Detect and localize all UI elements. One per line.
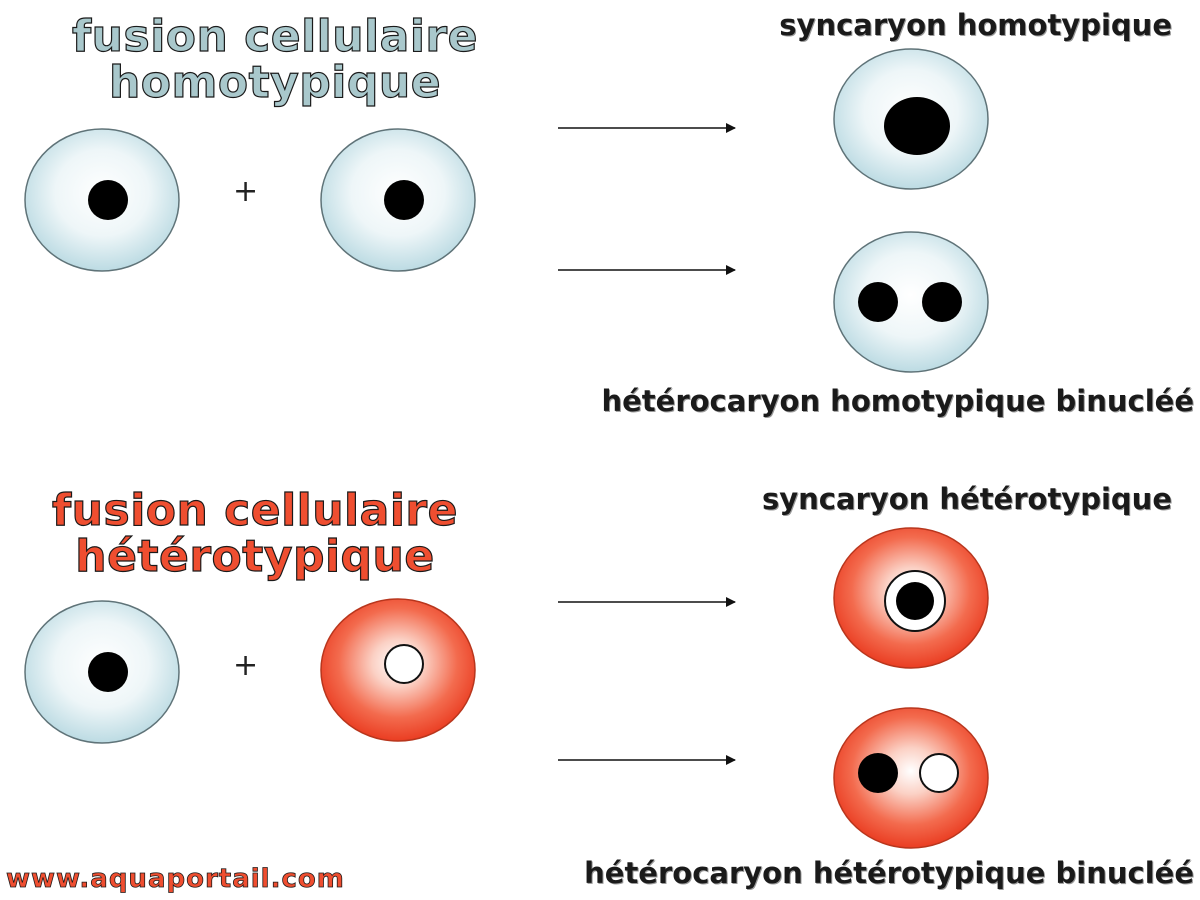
- title-heterotypic-line-2: hétérotypique: [75, 531, 435, 582]
- input-cell-blue-3: [24, 600, 180, 744]
- fused-nucleus: [884, 97, 950, 155]
- nucleus-dark: [88, 180, 128, 220]
- fused-nucleus-inner: [896, 582, 934, 620]
- title-homotypic-fusion: fusion cellulaire homotypique: [45, 11, 505, 108]
- label-syncaryon-homotypique: syncaryon homotypique: [779, 8, 1172, 42]
- result-heterocaryon-heterotypic: [833, 707, 989, 849]
- nucleus-dark: [858, 753, 898, 793]
- label-syncaryon-heterotypique: syncaryon hétérotypique: [761, 482, 1172, 516]
- title-homotypic-line-2: homotypique: [108, 57, 442, 108]
- nucleus-dark: [384, 180, 424, 220]
- result-heterocaryon-homotypic: [833, 231, 989, 373]
- input-cell-red: [320, 598, 476, 742]
- nucleus-light: [384, 644, 424, 684]
- nucleus-light: [919, 753, 959, 793]
- nucleus-dark: [922, 282, 962, 322]
- plus-sign-heterotypic: +: [233, 648, 259, 683]
- nucleus-dark: [88, 652, 128, 692]
- title-heterotypic-line-1: fusion cellulaire: [51, 485, 458, 536]
- input-cell-blue-1: [24, 128, 180, 272]
- label-heterocaryon-homotypique: hétérocaryon homotypique binucléé: [601, 384, 1194, 418]
- nucleus-dark: [858, 282, 898, 322]
- label-heterocaryon-heterotypique: hétérocaryon hétérotypique binucléé: [584, 856, 1194, 890]
- website-watermark: www.aquaportail.com: [6, 864, 345, 895]
- title-homotypic-line-1: fusion cellulaire: [71, 11, 478, 62]
- result-syncaryon-homotypic: [833, 48, 989, 190]
- plus-sign-homotypic: +: [233, 174, 259, 209]
- title-heterotypic-fusion: fusion cellulaire hétérotypique: [30, 485, 480, 582]
- result-syncaryon-heterotypic: [833, 527, 989, 669]
- input-cell-blue-2: [320, 128, 476, 272]
